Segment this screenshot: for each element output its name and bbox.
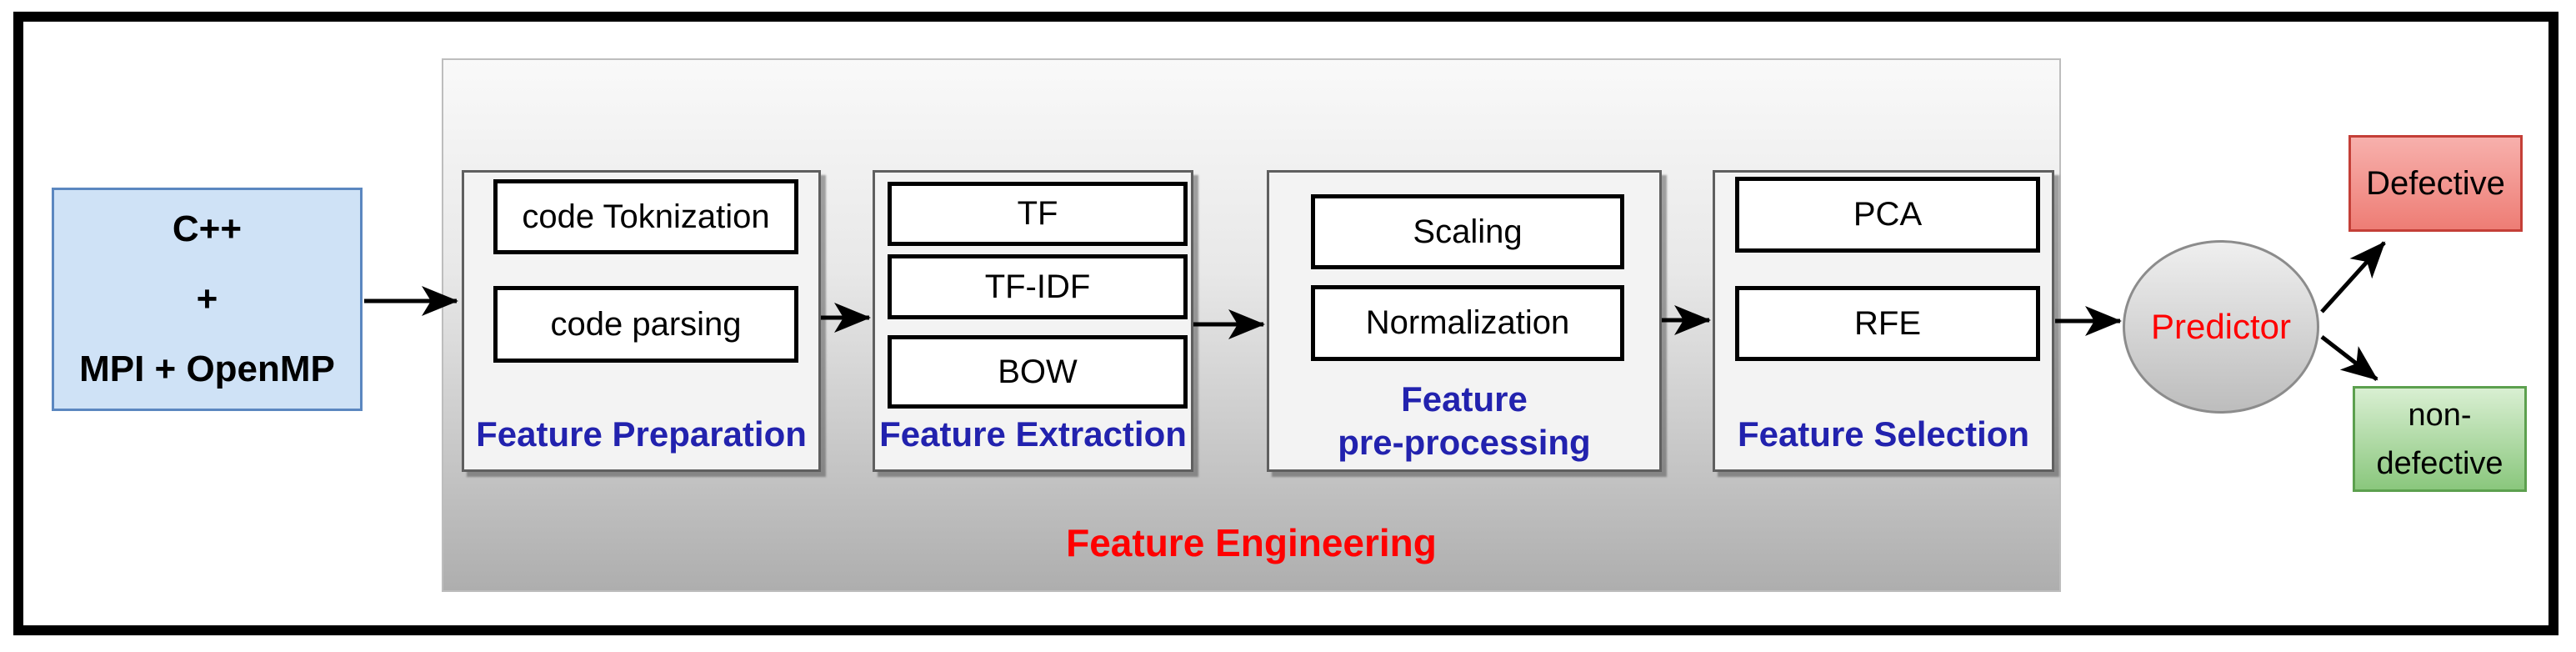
- arrow-predictor-to-defective: [2320, 241, 2386, 313]
- output-defective: Defective: [2348, 135, 2523, 232]
- box-tf: TF: [888, 182, 1188, 246]
- feature-engineering-label: Feature Engineering: [1066, 521, 1437, 564]
- panel-label-line-2: pre-processing: [1338, 423, 1591, 462]
- box-bow: BOW: [888, 335, 1188, 409]
- box-label: Normalization: [1365, 304, 1570, 341]
- panel-label-feature-selection: Feature Selection: [1737, 414, 2030, 454]
- box-rfe: RFE: [1735, 286, 2040, 361]
- panel-label-feature-preparation: Feature Preparation: [476, 414, 807, 454]
- output-non-defective: non- defective: [2353, 386, 2527, 492]
- panel-label-feature-pre-processing: Feature pre-processing: [1269, 378, 1659, 464]
- arrow-predictor-to-non-defective: [2320, 335, 2378, 381]
- non-defective-label-line-2: defective: [2376, 445, 2503, 481]
- box-pca: PCA: [1735, 177, 2040, 253]
- non-defective-label-line-1: non-: [2408, 397, 2472, 433]
- box-label: PCA: [1853, 196, 1923, 233]
- box-label: BOW: [998, 353, 1078, 390]
- box-scaling: Scaling: [1311, 194, 1624, 269]
- box-code-parsing: code parsing: [493, 286, 798, 363]
- box-label: TF-IDF: [984, 268, 1091, 305]
- box-code-toknization: code Toknization: [493, 179, 798, 254]
- box-label: code parsing: [550, 305, 742, 343]
- panel-label-line-1: Feature: [1401, 379, 1528, 419]
- box-label: RFE: [1854, 304, 1921, 342]
- box-normalization: Normalization: [1311, 285, 1624, 361]
- input-node-cpp-mpi-openmp: C++ + MPI + OpenMP: [52, 188, 363, 411]
- box-label: code Toknization: [522, 198, 770, 235]
- box-label: TF: [1017, 195, 1058, 232]
- panel-feature-extraction: TF TF-IDF BOW Feature Extraction: [873, 170, 1193, 472]
- panel-feature-pre-processing: Scaling Normalization Feature pre-proces…: [1267, 170, 1662, 472]
- input-line-2: +: [196, 278, 218, 319]
- panel-feature-preparation: code Toknization code parsing Feature Pr…: [462, 170, 821, 472]
- panel-feature-selection: PCA RFE Feature Selection: [1713, 170, 2054, 472]
- predictor-node: Predictor: [2123, 240, 2319, 414]
- box-tf-idf: TF-IDF: [888, 254, 1188, 319]
- defective-label: Defective: [2366, 164, 2505, 202]
- feature-engineering-group: code Toknization code parsing Feature Pr…: [442, 58, 2061, 592]
- box-label: Scaling: [1413, 213, 1523, 250]
- panel-label-feature-extraction: Feature Extraction: [879, 414, 1187, 454]
- input-line-1: C++: [172, 208, 243, 249]
- input-line-3: MPI + OpenMP: [79, 349, 335, 389]
- predictor-label: Predictor: [2150, 307, 2292, 346]
